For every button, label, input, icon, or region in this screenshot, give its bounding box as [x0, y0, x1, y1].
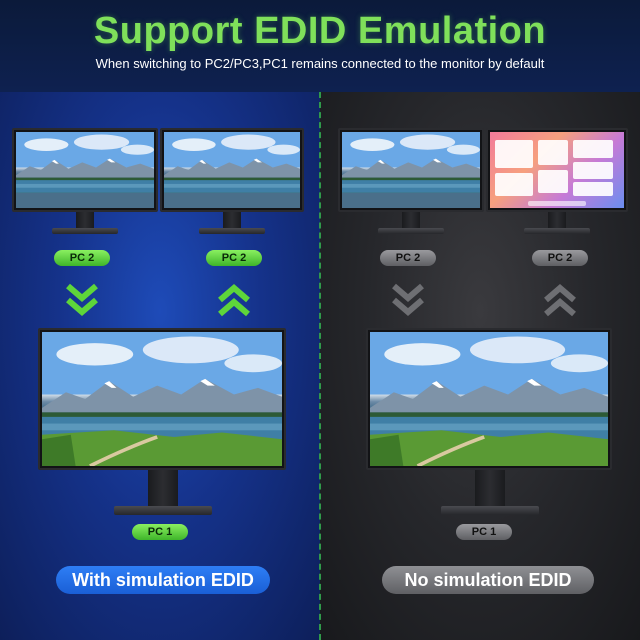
left-top-left-monitor: [12, 128, 158, 236]
monitor-base: [524, 228, 590, 234]
right-top-right-pc-label: PC 2: [532, 250, 588, 266]
no-simulation-edid-caption: No simulation EDID: [382, 566, 594, 594]
right-top-left-pc-label: PC 2: [380, 250, 436, 266]
double-chevron-down-icon: [392, 283, 424, 316]
left-top-right-pc-label: PC 2: [206, 250, 262, 266]
landscape-wallpaper: [164, 132, 300, 208]
monitor-base: [441, 506, 539, 515]
desktop-window: [495, 173, 533, 196]
desktop-window: [573, 162, 614, 180]
monitor-bezel: [12, 128, 158, 212]
with-simulation-edid-caption: With simulation EDID: [56, 566, 270, 594]
mountain-scene: [16, 132, 154, 208]
monitor-bezel: [486, 128, 628, 212]
monitor-stand: [223, 212, 241, 228]
monitor-bezel: [338, 128, 484, 212]
desktop-window: [573, 182, 614, 196]
monitor-base: [378, 228, 444, 234]
page-subtitle: When switching to PC2/PC3,PC1 remains co…: [95, 56, 545, 71]
left-top-right-monitor: [160, 128, 304, 236]
double-chevron-up-icon: [218, 284, 250, 317]
desktop-window: [538, 139, 568, 166]
monitor-bezel: [366, 328, 612, 470]
monitor-stand: [475, 470, 505, 506]
panel-divider: [319, 92, 321, 640]
monitor-screen: [164, 132, 300, 208]
monitor-stand: [402, 212, 420, 228]
monitor-base: [52, 228, 118, 234]
landscape-wallpaper: [16, 132, 154, 208]
desktop-window: [538, 170, 568, 193]
page-title: Support EDID Emulation: [93, 10, 547, 52]
landscape-wallpaper: [342, 132, 480, 208]
monitor-bezel: [38, 328, 286, 470]
left-main-monitor: [38, 328, 286, 520]
monitor-bezel: [160, 128, 304, 212]
monitor-stand: [548, 212, 566, 228]
desktop-wallpaper: [490, 132, 624, 208]
right-top-right-monitor: [486, 128, 628, 236]
monitor-stand: [148, 470, 178, 506]
desktop-dock: [527, 201, 587, 206]
monitor-base: [114, 506, 212, 515]
left-main-pc-label: PC 1: [132, 524, 188, 540]
header-background: [0, 0, 640, 92]
monitor-base: [199, 228, 265, 234]
monitor-stand: [76, 212, 94, 228]
mountain-scene: [370, 332, 608, 466]
desktop-window: [495, 139, 533, 169]
mountain-scene: [164, 132, 300, 208]
double-chevron-down-icon: [66, 283, 98, 316]
monitor-screen: [42, 332, 282, 466]
right-main-pc-label: PC 1: [456, 524, 512, 540]
mountain-scene: [342, 132, 480, 208]
monitor-screen: [370, 332, 608, 466]
desktop-window: [573, 139, 614, 158]
right-main-monitor: [366, 328, 612, 520]
landscape-wallpaper: [370, 332, 608, 466]
monitor-screen: [490, 132, 624, 208]
monitor-screen: [342, 132, 480, 208]
monitor-screen: [16, 132, 154, 208]
mountain-scene: [42, 332, 282, 466]
landscape-wallpaper: [42, 332, 282, 466]
left-top-left-pc-label: PC 2: [54, 250, 110, 266]
right-top-left-monitor: [338, 128, 484, 236]
double-chevron-up-icon: [544, 284, 576, 317]
